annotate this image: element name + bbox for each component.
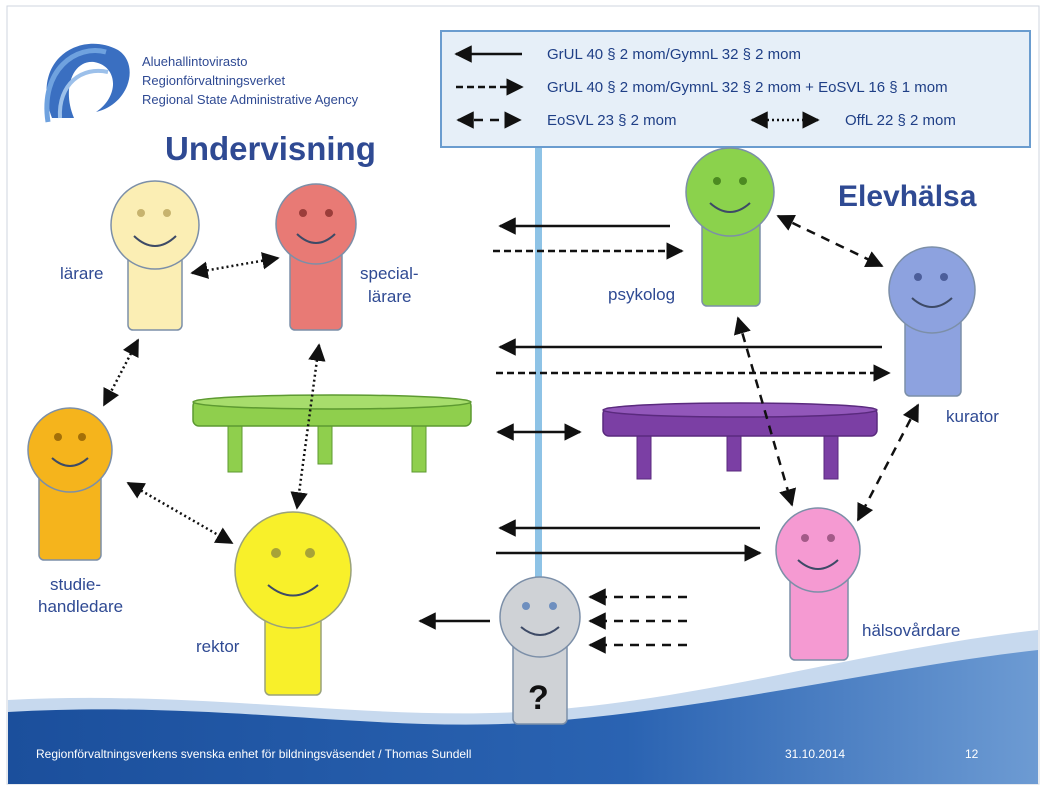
divider-line <box>535 145 542 585</box>
footer-page-number: 12 <box>965 747 979 761</box>
table-student-health <box>602 402 878 480</box>
label-guidance-line1: studie- <box>50 575 101 594</box>
person-unknown <box>499 576 581 725</box>
label-psychologist: psykolog <box>608 285 675 304</box>
label-teacher: lärare <box>60 264 103 283</box>
person-teacher <box>110 180 200 331</box>
legend-label-3: EoSVL 23 § 2 mom <box>547 112 677 129</box>
legend-label-2: GrUL 40 § 2 mom/GymnL 32 § 2 mom + EoSVL… <box>547 79 948 96</box>
arrow-psychologist-nurse <box>733 316 797 507</box>
agency-logo <box>41 36 130 124</box>
footer-text: Regionförvaltningsverkens svenska enhet … <box>36 747 471 761</box>
table-teaching <box>192 394 472 473</box>
agency-name-en: Regional State Administrative Agency <box>142 92 359 107</box>
arrow-guidance-principal <box>126 481 234 545</box>
footer-date: 31.10.2014 <box>785 747 845 761</box>
label-guidance-line2: handledare <box>38 597 123 616</box>
label-special-line2: lärare <box>368 287 411 306</box>
person-guidance-counsellor <box>27 407 113 561</box>
legend-box: GrUL 40 § 2 mom/GymnL 32 § 2 mom GrUL 40… <box>440 30 1031 148</box>
person-nurse <box>775 507 861 661</box>
heading-elevhalsa: Elevhälsa <box>838 180 977 213</box>
question-mark: ? <box>528 679 549 717</box>
label-special-line1: special- <box>360 264 419 283</box>
label-nurse: hälsovårdare <box>862 621 960 640</box>
arrow-teacher-guidance <box>102 338 140 407</box>
person-psychologist <box>685 147 775 307</box>
person-special-teacher <box>275 183 357 331</box>
agency-name-fi: Aluehallintovirasto <box>142 54 248 69</box>
person-principal <box>234 511 352 696</box>
arrow-curator-nurse <box>856 403 920 522</box>
label-curator: kurator <box>946 407 999 426</box>
legend-label-4: OffL 22 § 2 mom <box>845 112 956 129</box>
arrow-psychologist-curator <box>776 214 884 268</box>
heading-undervisning: Undervisning <box>165 130 376 167</box>
agency-name-sv: Regionförvaltningsverket <box>142 73 285 88</box>
person-curator <box>888 246 976 397</box>
footer-wave <box>8 630 1038 784</box>
label-principal: rektor <box>196 637 240 656</box>
legend-label-1: GrUL 40 § 2 mom/GymnL 32 § 2 mom <box>547 46 801 63</box>
